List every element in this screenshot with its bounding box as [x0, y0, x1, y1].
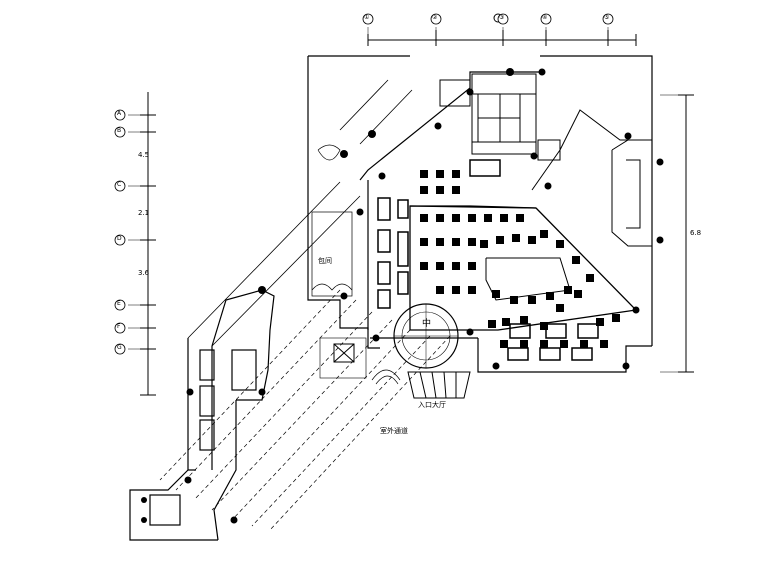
elevator-block [319, 337, 367, 379]
axis-left-G: G [117, 344, 122, 351]
structural-columns [141, 13, 664, 524]
booth-benches [377, 159, 599, 361]
entrance-canopy [407, 371, 471, 399]
top-service-block [439, 73, 561, 161]
axis-top-1: ① [364, 14, 370, 21]
axis-top-3: ③ [499, 14, 505, 21]
axis-top-5: ⑤ [604, 14, 610, 21]
axis-left-F: F [117, 323, 121, 330]
dim-note-3: 3.6 [138, 269, 150, 277]
entrance-label: 入口大厅 [418, 401, 446, 409]
left-lower-wing [129, 289, 275, 541]
lounge-label: 包间 [318, 257, 332, 265]
axis-left-A: A [117, 110, 122, 117]
left-service-room [311, 144, 353, 297]
axis-left-E: E [117, 300, 121, 307]
right-wing [531, 109, 653, 247]
grid-axis-bubbles [114, 13, 614, 355]
axis-top-4: ④ [542, 14, 548, 21]
rotunda [393, 303, 459, 369]
top-dimension-line [367, 27, 637, 46]
axis-left-B: B [117, 127, 122, 134]
axis-top-2: ② [432, 14, 438, 21]
left-dimension-line [128, 92, 156, 396]
axis-left-D: D [117, 235, 122, 242]
dim-note-2: 2.1 [138, 209, 150, 217]
dim-note-1: 4.5 [138, 151, 150, 159]
axis-left-C: C [117, 181, 122, 188]
curved-stair [371, 369, 401, 385]
diagonal-corridor [159, 79, 451, 531]
right-dimension-line [660, 94, 694, 373]
rotunda-label: 中 [422, 319, 432, 329]
triangular-dining-hall [409, 205, 638, 331]
dim-note-4: 6.8 [690, 229, 702, 237]
corridor-label: 室外通道 [380, 427, 408, 435]
dining-tables [420, 170, 620, 348]
